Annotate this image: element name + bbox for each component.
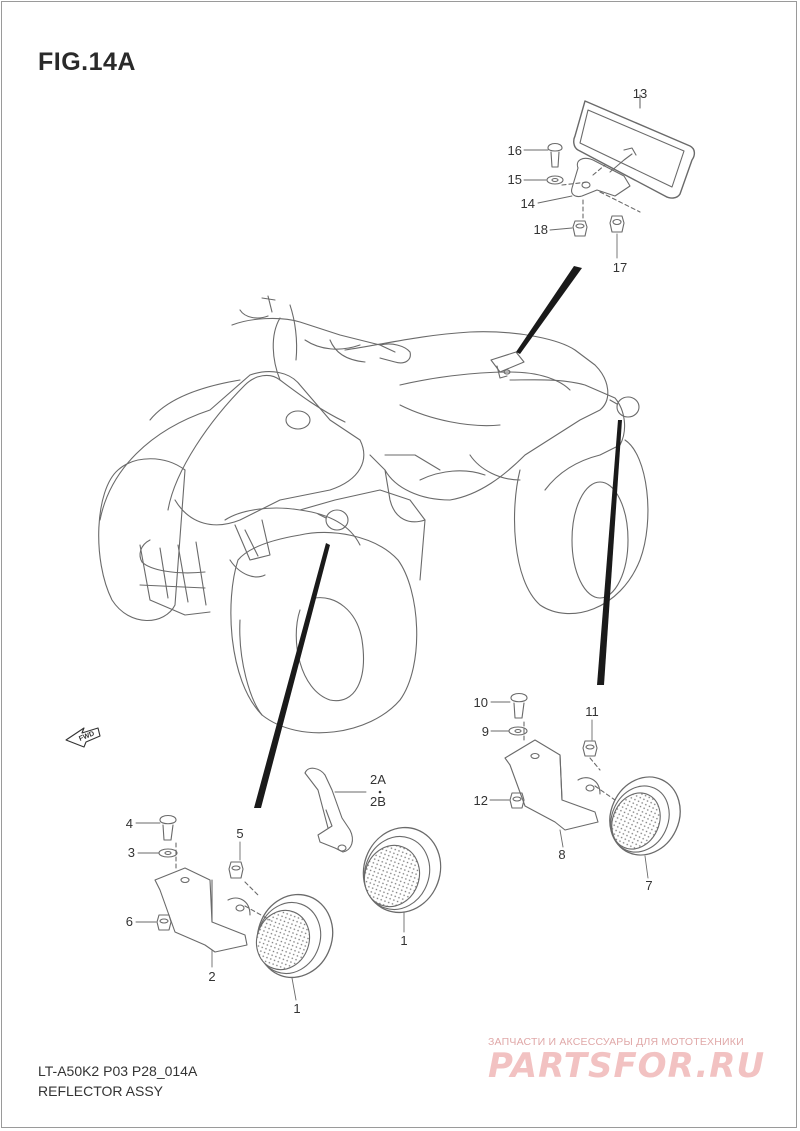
callout-3: 3 bbox=[128, 845, 135, 860]
callout-6: 6 bbox=[126, 914, 133, 929]
figure-title: FIG.14A bbox=[38, 48, 136, 76]
callout-10: 10 bbox=[474, 695, 488, 710]
callout-1-left: 1 bbox=[293, 1001, 300, 1016]
callout-8: 8 bbox=[558, 847, 565, 862]
atv-illustration bbox=[98, 295, 649, 734]
callout-2a: 2A bbox=[370, 772, 386, 787]
bracket-2a-2b bbox=[304, 767, 353, 853]
callout-5: 5 bbox=[236, 826, 243, 841]
forward-arrow-icon: FWD bbox=[65, 727, 101, 748]
callout-13: 13 bbox=[633, 86, 647, 101]
center-reflector bbox=[362, 826, 442, 914]
callout-4: 4 bbox=[126, 816, 133, 831]
figure-name: REFLECTOR ASSY bbox=[38, 1083, 164, 1099]
callout-2: 2 bbox=[208, 969, 215, 984]
callout-labels: 13 16 15 14 18 17 4 3 6 5 2 1 1 2A 2B 10… bbox=[126, 86, 653, 1016]
watermark-logo: PARTSFOR.RU bbox=[488, 1046, 766, 1086]
watermark-tagline: ЗАПЧАСТИ И АКСЕССУАРЫ ДЛЯ МОТОТЕХНИКИ bbox=[488, 1036, 744, 1048]
callout-18: 18 bbox=[534, 222, 548, 237]
watermark: ЗАПЧАСТИ И АКСЕССУАРЫ ДЛЯ МОТОТЕХНИКИ PA… bbox=[488, 1036, 788, 1084]
callout-11: 11 bbox=[585, 704, 599, 719]
callout-leaders bbox=[135, 99, 649, 1001]
callout-12: 12 bbox=[474, 793, 488, 808]
callout-16: 16 bbox=[508, 143, 522, 158]
right-reflector-group bbox=[504, 692, 681, 856]
left-reflector-group bbox=[154, 814, 334, 979]
callout-9: 9 bbox=[482, 724, 489, 739]
callout-14: 14 bbox=[521, 196, 535, 211]
callout-2b: 2B bbox=[370, 794, 386, 809]
figure-code: LT-A50K2 P03 P28_014A bbox=[38, 1063, 198, 1079]
callout-7: 7 bbox=[645, 878, 652, 893]
callout-1-center: 1 bbox=[400, 933, 407, 948]
callout-15: 15 bbox=[508, 172, 522, 187]
top-reflector-group bbox=[546, 94, 696, 237]
leader-wedges bbox=[254, 266, 622, 808]
figure-footer: LT-A50K2 P03 P28_014A REFLECTOR ASSY bbox=[38, 1061, 197, 1101]
callout-17: 17 bbox=[613, 260, 627, 275]
